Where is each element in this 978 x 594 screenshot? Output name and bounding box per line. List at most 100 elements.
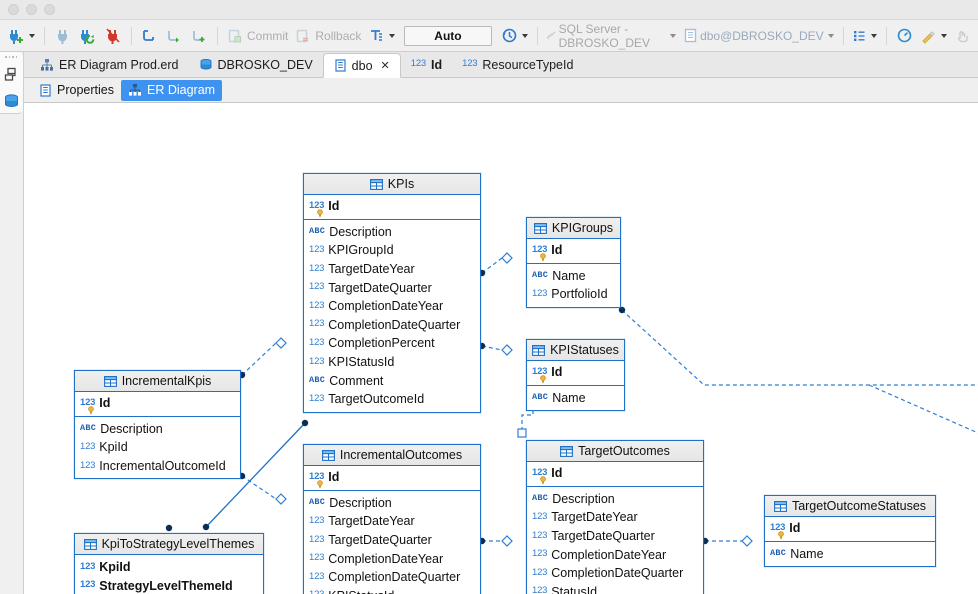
tab-er-diagram-prod-erd[interactable]: ER Diagram Prod.erd (30, 52, 189, 77)
entity-column-name: Name (552, 268, 586, 283)
entity-header[interactable]: TargetOutcomes (527, 441, 703, 462)
sidebar-item-projects[interactable] (4, 67, 19, 85)
entity-column-name: Description (329, 224, 392, 239)
connect-button[interactable] (51, 25, 75, 47)
datasource-select[interactable]: SQL Server - DBROSKO_DEV (543, 20, 679, 52)
transaction-mode-button[interactable] (137, 25, 161, 47)
numeric-type-icon: 123 (309, 552, 325, 564)
schema-select[interactable]: dbo@DBROSKO_DEV (680, 26, 837, 45)
numeric-type-icon: 123 (80, 459, 96, 471)
query-history-button[interactable] (498, 25, 531, 46)
entity-column-name: TargetDateQuarter (551, 529, 655, 544)
tab-resource-type-id[interactable]: 123 ResourceTypeId (452, 52, 583, 77)
pointer-tool-button[interactable] (951, 25, 974, 46)
entity-header[interactable]: IncrementalKpis (75, 371, 240, 392)
entity-header[interactable]: IncrementalOutcomes (304, 445, 480, 466)
rollback-button[interactable]: Rollback (292, 26, 364, 46)
commit-button[interactable]: Commit (224, 26, 291, 46)
subtab-properties[interactable]: Properties (32, 80, 121, 101)
entity-header[interactable]: KPIs (304, 174, 480, 195)
window-zoom-button[interactable] (44, 4, 55, 15)
commit-mode-select[interactable]: Auto (404, 25, 492, 46)
reconnect-button[interactable] (76, 25, 100, 47)
subtab-er-diagram[interactable]: ER Diagram (120, 79, 223, 101)
disconnect-button[interactable] (101, 25, 125, 47)
tools-button[interactable] (917, 25, 950, 46)
entity-header[interactable]: KPIStatuses (527, 340, 624, 361)
window-minimize-button[interactable] (26, 4, 37, 15)
dashboard-button[interactable] (893, 25, 916, 46)
entity-header[interactable]: KPIGroups (527, 218, 620, 239)
numeric-type-icon: 123 (309, 589, 324, 594)
entity-header[interactable]: TargetOutcomeStatuses (765, 496, 935, 517)
window-close-button[interactable] (8, 4, 19, 15)
entity-name: TargetOutcomeStatuses (791, 499, 927, 513)
tab-id[interactable]: 123 Id (401, 52, 452, 77)
toolbar-separator (842, 26, 844, 45)
close-icon[interactable]: ✕ (380, 60, 390, 72)
entity-header[interactable]: KpiToStrategyLevelThemes (75, 534, 263, 555)
rail-grip[interactable] (5, 56, 17, 59)
rollback-step-button[interactable] (187, 25, 211, 47)
entity-name: IncrementalOutcomes (339, 448, 463, 462)
transaction-icon (143, 29, 155, 41)
transaction-log-button[interactable] (365, 25, 398, 46)
commit-step-button[interactable] (162, 25, 186, 47)
sidebar-item-database-navigator[interactable] (3, 93, 20, 113)
tab-dbrosko-dev[interactable]: DBROSKO_DEV (189, 52, 323, 77)
new-connection-button[interactable] (4, 25, 38, 47)
entity-column-name: Comment (329, 373, 384, 388)
tab-dbo[interactable]: dbo ✕ (322, 53, 401, 78)
result-list-button[interactable] (849, 26, 880, 45)
